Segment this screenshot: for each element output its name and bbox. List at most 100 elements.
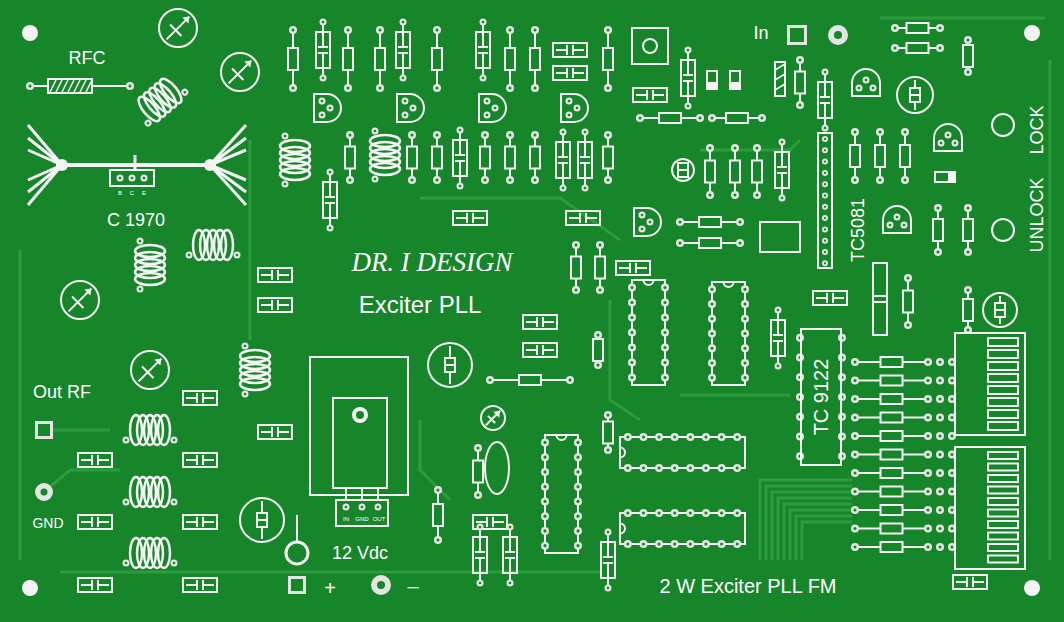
drill-hole — [322, 77, 325, 80]
capacitor-plate — [603, 562, 613, 564]
drill-hole — [926, 453, 929, 456]
drill-hole — [494, 107, 497, 110]
ic-package-label-box: TC 9122 — [800, 328, 842, 466]
solder-pad — [506, 176, 514, 184]
capacitor-plate — [542, 345, 544, 355]
solder-pad — [901, 176, 909, 184]
capacitor-plate — [325, 196, 335, 198]
drill-hole — [738, 220, 741, 223]
board-title: Exciter PLL — [359, 293, 482, 317]
transistor-symbol — [883, 206, 911, 233]
capacitor-lead — [509, 558, 511, 583]
solder-pad — [639, 212, 646, 219]
drill-hole — [966, 70, 969, 73]
drill-hole — [926, 434, 929, 437]
solder-pad — [376, 26, 384, 34]
solder-pad — [708, 359, 716, 367]
capacitor-lead — [322, 53, 324, 78]
capacitor-plate — [873, 295, 887, 297]
solder-pad — [851, 451, 859, 459]
drill-hole — [950, 490, 953, 493]
capacitor-lead — [278, 431, 289, 433]
solder-pad — [433, 84, 441, 92]
solder-pad — [706, 191, 714, 199]
trimmer-capacitor — [131, 351, 169, 389]
transistor-footprint — [110, 170, 154, 186]
drill-hole — [576, 441, 579, 444]
drill-hole — [543, 470, 546, 473]
capacitor-lead — [186, 459, 197, 461]
drill-hole — [291, 86, 294, 89]
solder-pad — [758, 114, 766, 122]
drill-hole — [736, 542, 739, 545]
drill-hole — [543, 485, 546, 488]
copper-trace — [60, 571, 600, 574]
capacitor-lead — [329, 203, 331, 228]
drill-hole — [733, 193, 736, 196]
resistor-symbol — [907, 23, 929, 33]
coil-turn — [158, 538, 170, 568]
dip-switch-lever — [988, 386, 1018, 394]
solder-pad — [628, 374, 636, 382]
capacitor-plate — [505, 557, 515, 559]
drill-hole — [533, 86, 536, 89]
solder-pad — [484, 112, 491, 119]
capacitor-plate — [398, 46, 408, 48]
drill-hole — [710, 332, 713, 335]
solder-pad — [822, 193, 828, 199]
drill-hole — [435, 178, 438, 181]
capacitor-lead — [203, 584, 214, 586]
drill-hole — [903, 178, 906, 181]
trimmer-capacitor — [221, 53, 259, 91]
capacitor-plate — [318, 46, 328, 48]
resistor-symbol — [288, 48, 298, 70]
drill-hole — [584, 187, 587, 190]
solder-pad — [733, 433, 741, 441]
drill-hole — [284, 135, 287, 138]
pin-name: OUT — [373, 516, 386, 522]
capacitor-plate — [196, 455, 198, 465]
drill-hole — [574, 288, 577, 291]
drill-hole — [966, 288, 969, 291]
drill-hole — [743, 347, 746, 350]
solder-pad — [964, 204, 972, 212]
drill-hole — [824, 172, 826, 174]
solder-pad — [661, 314, 669, 322]
copper-trace — [796, 516, 852, 560]
resistor-symbol — [795, 72, 805, 94]
solder-pad — [566, 376, 574, 384]
drill-hole — [486, 114, 489, 117]
capacitor-plate — [196, 393, 198, 403]
solder-pad — [372, 176, 379, 183]
drill-hole — [743, 288, 746, 291]
solder-pad — [433, 176, 441, 184]
capacitor-lead — [687, 50, 689, 75]
solder-pad — [655, 464, 663, 472]
solder-pad — [180, 87, 190, 97]
drill-hole — [476, 446, 479, 449]
rfc-hatch — [62, 80, 68, 92]
hatched-resistor — [775, 62, 785, 96]
solder-pad — [964, 248, 972, 256]
capacitor-lead — [479, 558, 481, 583]
drill-hole — [146, 121, 150, 125]
part-label: TC5081 — [849, 198, 867, 262]
drill-hole — [950, 397, 953, 400]
drill-hole — [663, 331, 666, 334]
capacitor-plate — [486, 517, 488, 527]
solder-pad — [934, 248, 942, 256]
solder-pad — [126, 82, 134, 90]
pin-name: B — [118, 190, 122, 196]
solder-pad — [736, 239, 744, 247]
ic-notch — [724, 282, 734, 287]
coil-turn — [135, 273, 165, 285]
solder-pad — [796, 56, 804, 64]
drill-hole — [938, 453, 941, 456]
drill-hole — [689, 511, 692, 514]
capacitor-lead — [584, 163, 586, 188]
copper-traces — [20, 18, 1050, 572]
solder-pad — [574, 438, 582, 446]
drill-hole — [673, 511, 676, 514]
drill-hole — [940, 142, 943, 145]
capacitor-plate — [646, 90, 648, 100]
